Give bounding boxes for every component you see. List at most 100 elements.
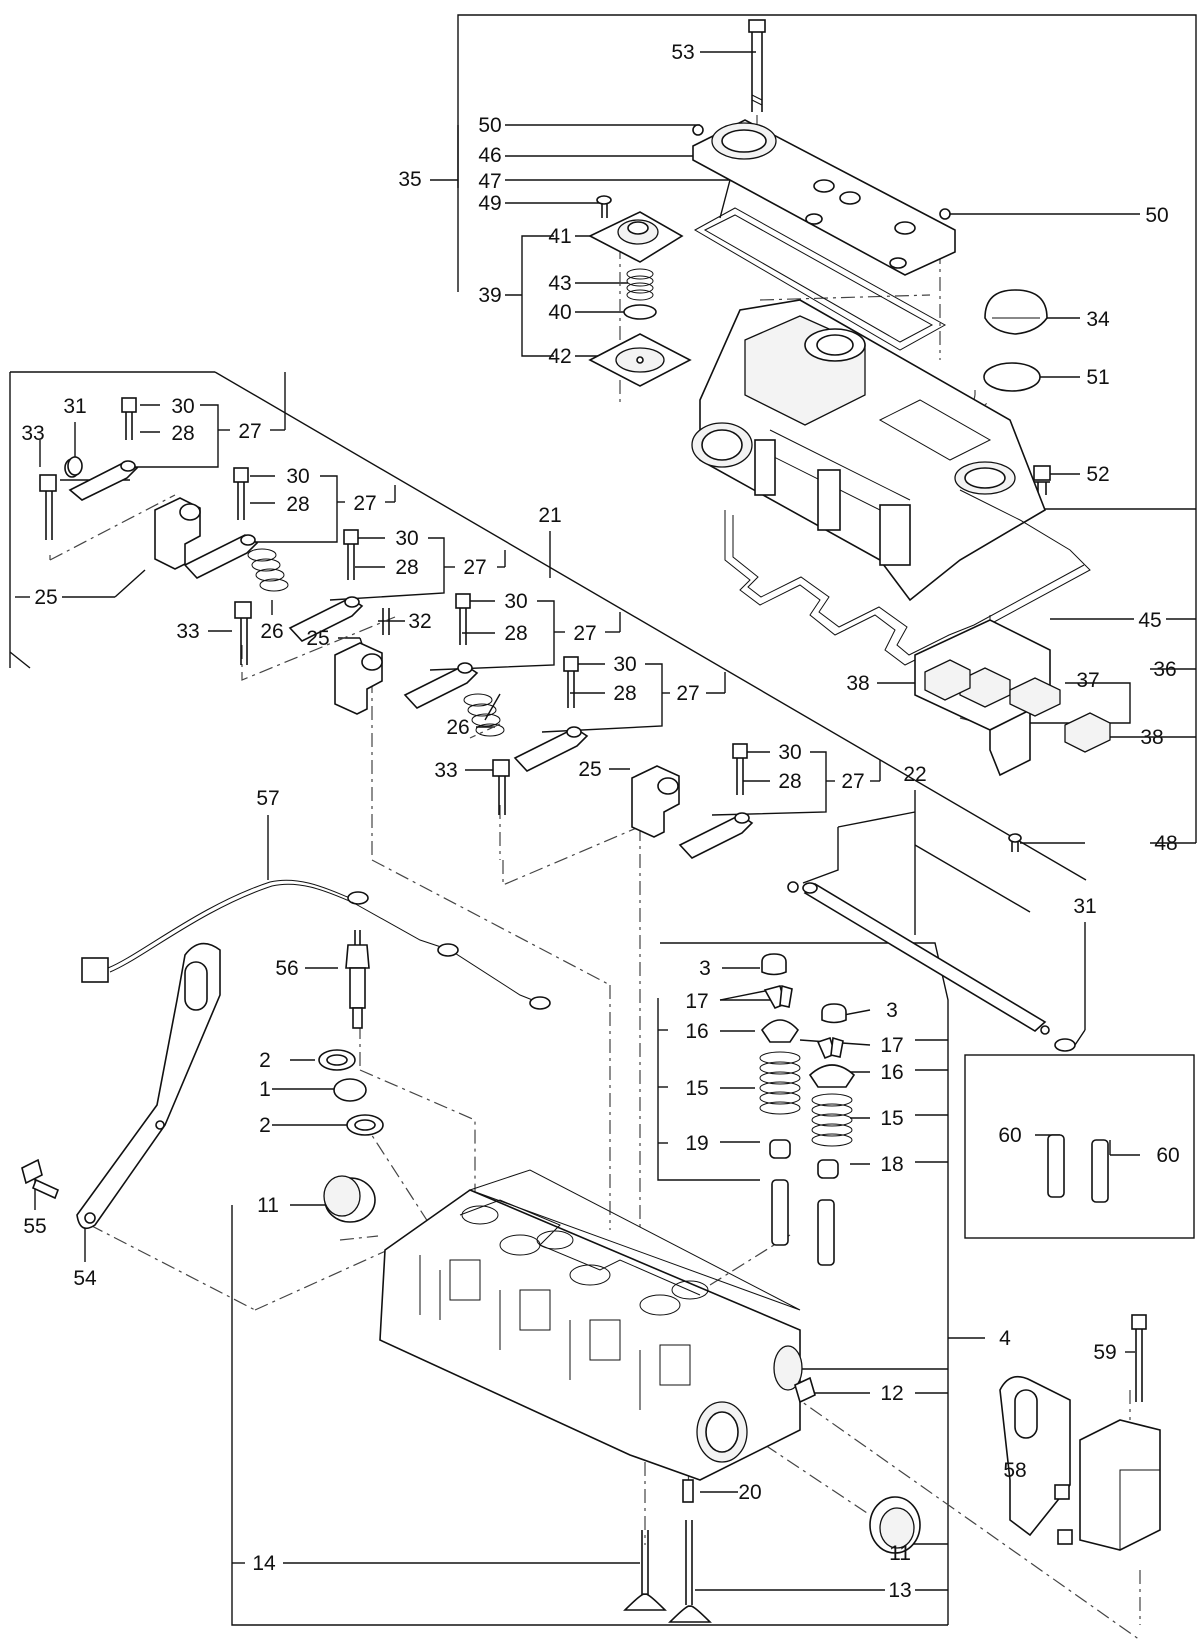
callout-label: 28 <box>286 493 309 516</box>
valve-13 <box>668 1520 712 1623</box>
callout-label: 11 <box>889 1542 911 1565</box>
callout-label: 28 <box>613 682 636 705</box>
diaphragm-base-42 <box>588 333 692 387</box>
callout-label: 33 <box>176 620 199 643</box>
screw-49 <box>596 195 612 218</box>
callout-label: 47 <box>478 170 501 193</box>
callout-label: 25 <box>34 586 57 609</box>
washer-40 <box>623 304 657 320</box>
callout-label: 2 <box>259 1114 271 1137</box>
callout-label: 40 <box>548 301 571 324</box>
callout-label: 60 <box>1156 1144 1179 1167</box>
circlip-31 <box>1054 1038 1076 1052</box>
bolt-55 <box>21 1158 60 1200</box>
rocker-group-5 <box>492 656 589 815</box>
plug-11 <box>323 1175 376 1223</box>
callout-label: 27 <box>463 556 486 579</box>
rocker-group-1 <box>39 397 201 570</box>
callout-label: 12 <box>880 1382 903 1405</box>
callout-label: 43 <box>548 272 571 295</box>
harness-57 <box>81 879 551 1010</box>
callout-label: 3 <box>699 957 711 980</box>
callout-label: 18 <box>880 1153 903 1176</box>
pad-38-left <box>924 659 971 701</box>
gasket-45 <box>724 489 1091 666</box>
callout-label: 17 <box>880 1034 903 1057</box>
circlip-31-left <box>67 456 83 476</box>
dowel-20 <box>682 1479 694 1503</box>
callout-label: 53 <box>671 41 694 64</box>
oil-cap-34 <box>984 289 1048 335</box>
callout-label: 39 <box>478 284 501 307</box>
callout-label: 2 <box>259 1049 271 1072</box>
oring-51 <box>983 362 1041 392</box>
callout-label: 57 <box>256 787 279 810</box>
callout-label: 38 <box>1140 726 1163 749</box>
callout-label: 56 <box>275 957 298 980</box>
rocker-group-6 <box>631 743 799 893</box>
callout-label: 34 <box>1086 308 1110 331</box>
seal-2-top-inner <box>326 1054 348 1066</box>
callout-label: 32 <box>408 610 431 633</box>
callout-label: 30 <box>171 395 194 418</box>
callout-label: 27 <box>238 420 261 443</box>
valve-train-parts <box>759 953 1109 1266</box>
callout-label: 28 <box>395 556 418 579</box>
pad-37 <box>1009 677 1061 717</box>
callout-label: 13 <box>888 1579 911 1602</box>
callout-label: 54 <box>73 1267 97 1290</box>
bolt-59 <box>1131 1314 1147 1402</box>
callout-label: 25 <box>578 758 601 781</box>
plug-12 <box>794 1376 816 1404</box>
callout-label: 28 <box>504 622 527 645</box>
pad-38-right <box>1064 712 1111 753</box>
diaphragm-cover-41 <box>588 211 684 263</box>
callout-label: 27 <box>841 770 864 793</box>
callout-label: 30 <box>286 465 309 488</box>
callout-label: 25 <box>306 627 329 650</box>
callout-label: 59 <box>1093 1341 1116 1364</box>
callout-label: 38 <box>846 672 869 695</box>
callout-label: 28 <box>171 422 194 445</box>
callout-label: 31 <box>63 395 86 418</box>
callout-labels: 53 50 46 47 35 49 50 41 43 39 40 42 34 5… <box>21 41 1179 1602</box>
callout-label: 27 <box>676 682 699 705</box>
callout-label: 51 <box>1086 366 1109 389</box>
callout-label: 16 <box>685 1020 708 1043</box>
callout-label: 31 <box>1073 895 1096 918</box>
callout-label: 17 <box>685 990 708 1013</box>
callout-label: 15 <box>880 1107 903 1130</box>
callout-label: 16 <box>880 1061 903 1084</box>
callout-label: 49 <box>478 192 501 215</box>
callout-label: 27 <box>353 492 376 515</box>
seal-11-right <box>869 1496 921 1554</box>
gasket-47 <box>693 207 947 351</box>
rocker-group-2 <box>183 467 289 592</box>
rocker-cover-35 <box>691 299 1046 602</box>
callout-label: 33 <box>434 759 457 782</box>
glow-plug-56 <box>345 930 370 1029</box>
callout-label: 48 <box>1154 832 1177 855</box>
callout-label: 21 <box>538 504 561 527</box>
rocker-group-3 <box>234 529 390 715</box>
callout-label: 35 <box>398 168 421 191</box>
callout-label: 50 <box>1145 204 1168 227</box>
cover-lid-46 <box>692 119 956 276</box>
rocker-shaft-22 <box>802 882 1050 1035</box>
callout-label: 60 <box>998 1124 1021 1147</box>
callout-label: 28 <box>778 770 801 793</box>
callout-label: 20 <box>738 1481 761 1504</box>
valve-14 <box>623 1530 667 1611</box>
callout-label: 52 <box>1086 463 1109 486</box>
nozzle-seat-1 <box>333 1078 367 1102</box>
callout-label: 3 <box>886 999 898 1022</box>
callout-label: 4 <box>999 1327 1011 1350</box>
callout-label: 30 <box>778 741 801 764</box>
callout-label: 46 <box>478 144 501 167</box>
callout-label: 15 <box>685 1077 708 1100</box>
bolt-52 <box>1033 465 1051 495</box>
callout-label: 27 <box>573 622 596 645</box>
callout-label: 30 <box>395 527 418 550</box>
callout-label: 58 <box>1003 1459 1026 1482</box>
